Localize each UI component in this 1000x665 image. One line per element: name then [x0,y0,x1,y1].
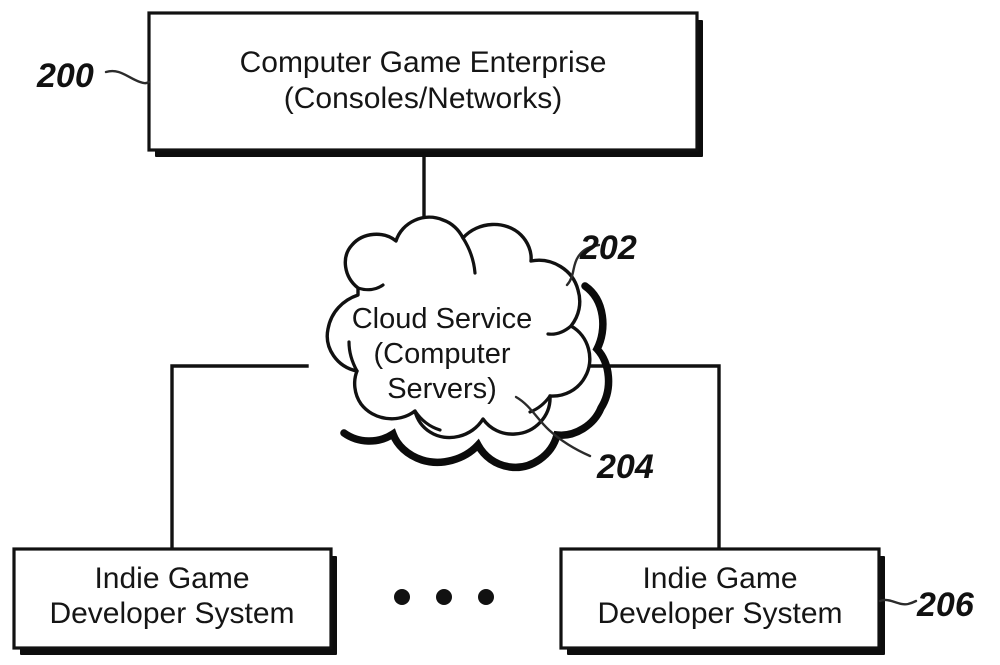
developer-box-left[interactable]: Indie Game Developer System [12,547,337,655]
reference-numeral-206: 206 [916,586,975,624]
ellipsis-dot-2 [436,589,452,605]
connector-cloud-to-developer-right [587,364,721,551]
developer-right-label-line2: Developer System [597,597,842,630]
cloud-hook-left-lower [347,340,359,373]
leader-line-206 [878,598,918,606]
cloud-lobe-hooks [347,236,573,432]
reference-200: 200 [36,57,151,95]
enterprise-box-face [147,11,699,152]
enterprise-label-line2: (Consoles/Networks) [284,82,562,115]
cloud-label-line3: Servers) [387,373,497,405]
leader-line-200 [104,69,151,85]
reference-202: 202 [565,229,637,287]
cloud-label-line1: Cloud Service [352,303,533,335]
ellipsis-dot-1 [394,589,410,605]
continuation-dots [394,589,494,605]
cloud-hook-top-center [461,236,477,275]
cloud-outline [325,215,592,440]
reference-206: 206 [878,586,975,624]
cloud-service-node[interactable]: Cloud Service (Computer Servers) [325,215,613,472]
developer-right-label-line1: Indie Game [642,562,797,595]
developer-box-right[interactable]: Indie Game Developer System [559,547,885,655]
enterprise-label-line1: Computer Game Enterprise [240,46,607,79]
cloud-hook-right-upper [546,324,573,336]
developer-right-face [559,547,881,650]
connector-cloud-to-developer-left [170,364,309,551]
reference-numeral-200: 200 [36,57,94,95]
leader-line-202 [565,243,601,287]
cloud-hook-bottom-center [413,409,442,432]
reference-204: 204 [514,395,654,486]
reference-numeral-202: 202 [579,229,637,267]
developer-left-face [12,547,333,650]
ellipsis-dot-3 [478,589,494,605]
developer-left-label-line2: Developer System [49,597,294,630]
cloud-drop-shadow [340,282,613,472]
cloud-hook-upper-left [356,283,385,292]
reference-numeral-204: 204 [596,448,654,486]
enterprise-box[interactable]: Computer Game Enterprise (Consoles/Netwo… [147,11,703,157]
cloud-label-line2: (Computer [374,338,511,370]
leader-line-204 [514,395,592,458]
developer-left-label-line1: Indie Game [94,562,249,595]
